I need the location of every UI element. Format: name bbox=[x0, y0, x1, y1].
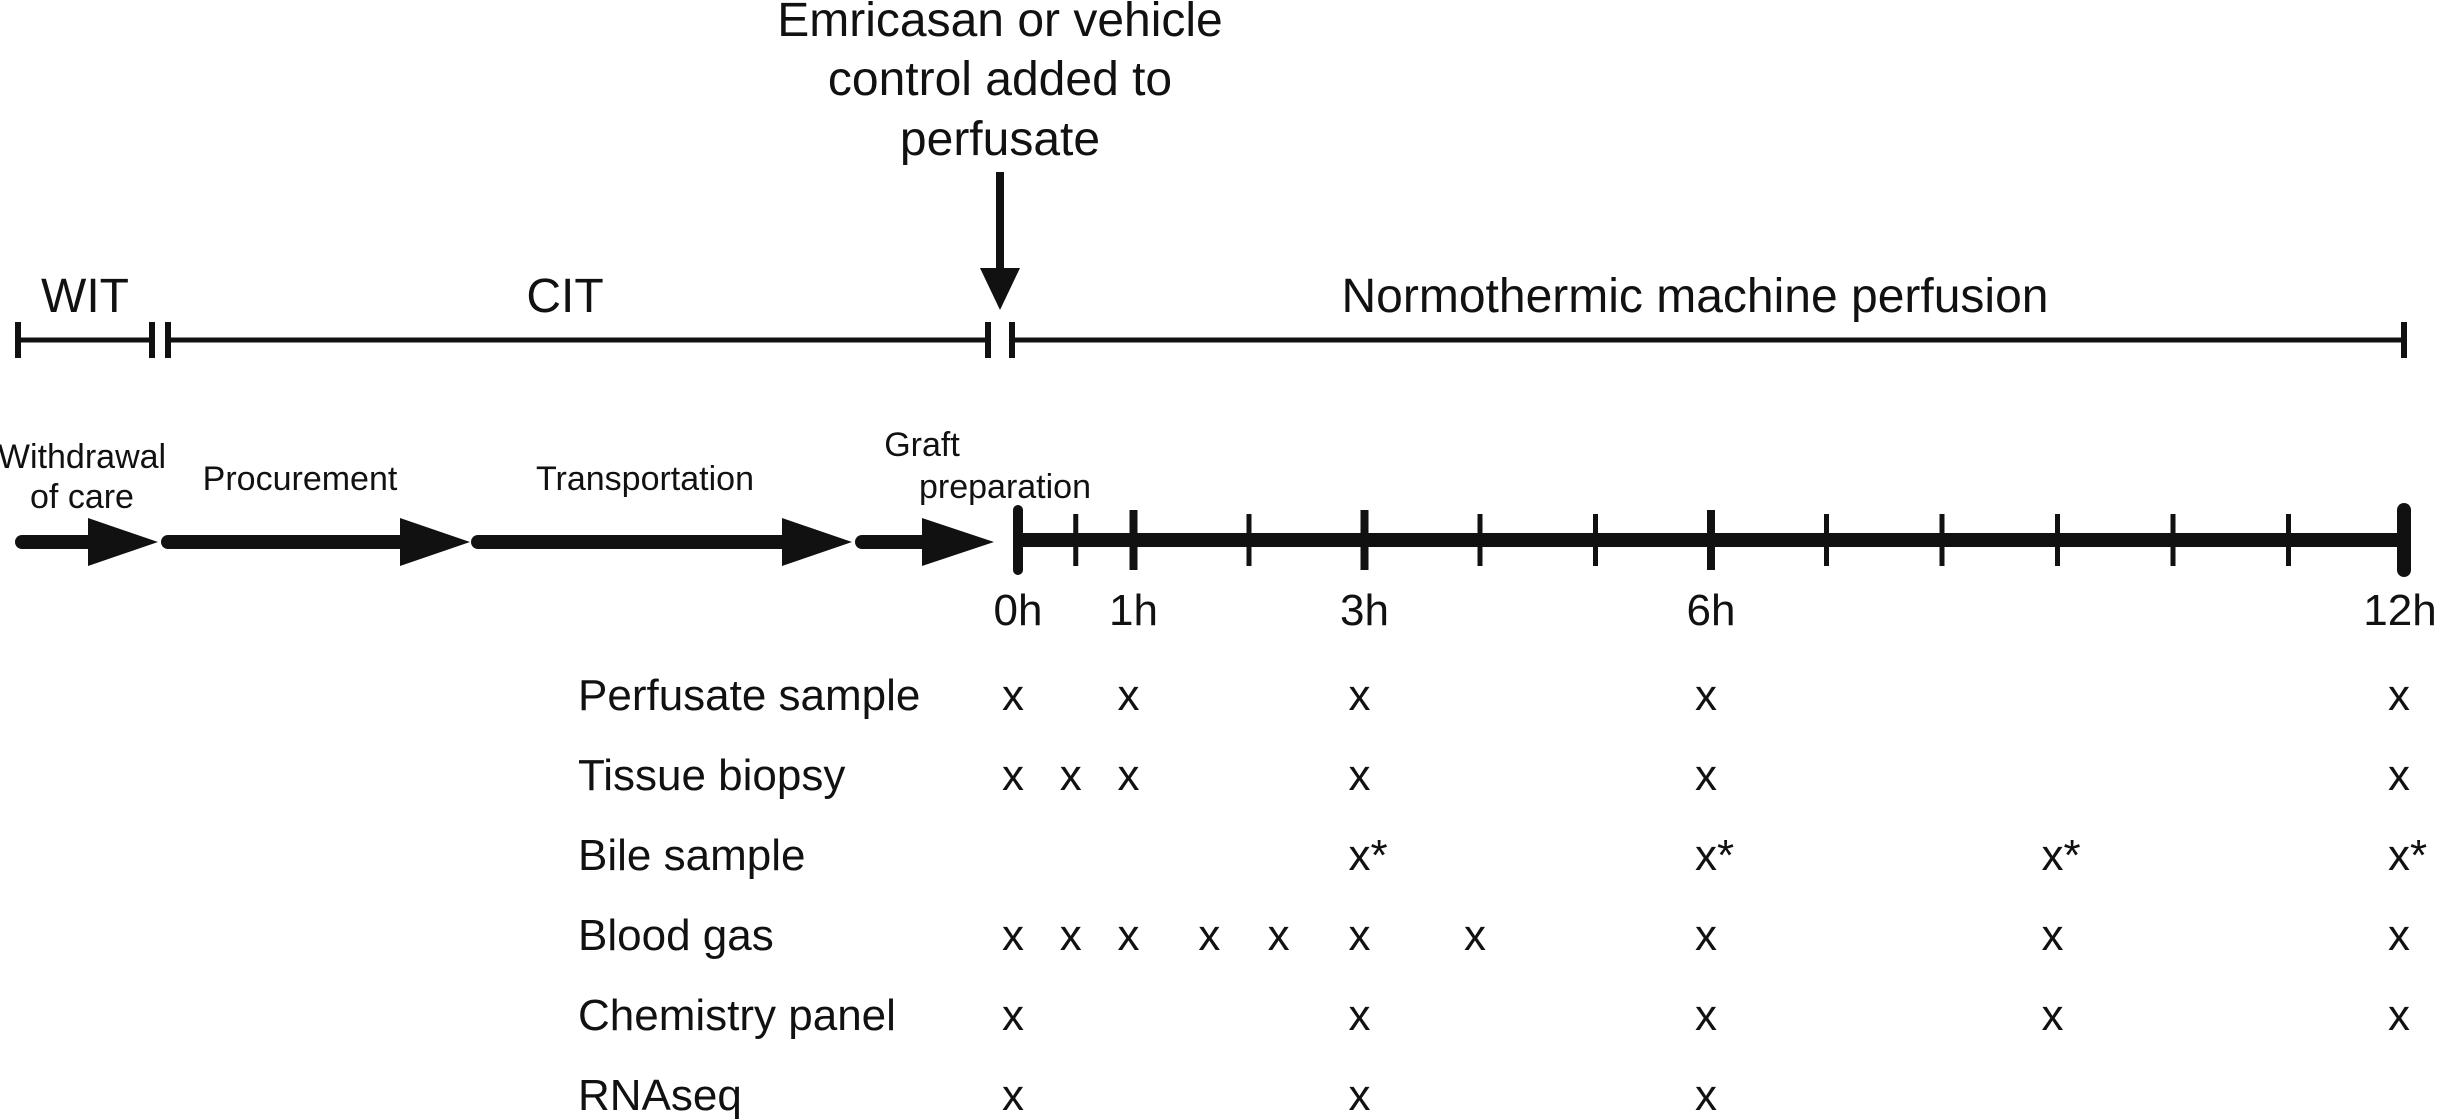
step-label-graft-2: preparation bbox=[919, 468, 1091, 506]
sample-mark: x* bbox=[1695, 831, 1734, 880]
phase-label-nmp: Normothermic machine perfusion bbox=[1342, 270, 2049, 323]
sample-mark: x bbox=[1349, 751, 1371, 800]
step-label-withdrawal-1: Withdrawal bbox=[0, 438, 166, 476]
sample-row: Bile sample x* x* x* x* bbox=[578, 831, 2427, 880]
sample-mark: x bbox=[1002, 911, 1024, 960]
sample-mark: x bbox=[1464, 911, 1486, 960]
sample-mark: x bbox=[1695, 751, 1717, 800]
step-arrow-transportation bbox=[782, 518, 852, 566]
sample-row-label: Chemistry panel bbox=[578, 991, 896, 1040]
sample-mark: x bbox=[1118, 671, 1140, 720]
phase-brackets: WIT CIT Normothermic machine perfusion bbox=[15, 270, 2407, 358]
sample-mark: x bbox=[1002, 1071, 1024, 1120]
sample-mark: x bbox=[1060, 911, 1082, 960]
timeline-tick-labels: 0h 1h 3h 6h 12h bbox=[994, 586, 2437, 635]
sample-mark: x bbox=[2388, 751, 2410, 800]
sample-mark: x bbox=[1198, 911, 1220, 960]
sample-row-label: Blood gas bbox=[578, 911, 774, 960]
sample-mark: x bbox=[1349, 911, 1371, 960]
sample-mark: x bbox=[1695, 911, 1717, 960]
sample-mark: x bbox=[1349, 1071, 1371, 1120]
sample-row-label: Tissue biopsy bbox=[578, 751, 845, 800]
sample-mark: x bbox=[2042, 991, 2064, 1040]
sample-mark: x bbox=[1695, 671, 1717, 720]
sample-mark: x bbox=[1002, 751, 1024, 800]
step-label-transportation: Transportation bbox=[536, 460, 754, 498]
sample-mark: x bbox=[1118, 911, 1140, 960]
timeline-tick-label: 12h bbox=[2363, 586, 2436, 635]
timeline-tick-label: 6h bbox=[1687, 586, 1736, 635]
sample-mark: x* bbox=[2388, 831, 2427, 880]
step-label-procurement: Procurement bbox=[203, 460, 398, 498]
procedure-steps: Withdrawal of care Procurement Transport… bbox=[0, 426, 1091, 566]
annotation-arrow-head bbox=[980, 268, 1020, 310]
sample-row: Perfusate sample x x x x x bbox=[578, 671, 2410, 720]
annotation: Emricasan or vehicle control added to pe… bbox=[777, 0, 1223, 310]
sample-mark: x* bbox=[2042, 831, 2081, 880]
sample-mark: x bbox=[1695, 991, 1717, 1040]
sample-mark: x bbox=[1118, 751, 1140, 800]
sample-mark: x bbox=[2388, 671, 2410, 720]
sample-mark: x bbox=[2388, 991, 2410, 1040]
timeline-ticks bbox=[1073, 510, 2291, 570]
sample-row: RNAseq x x x bbox=[578, 1071, 1717, 1120]
timeline-tick-label: 3h bbox=[1340, 586, 1389, 635]
annotation-line-3: perfusate bbox=[900, 113, 1100, 166]
sample-mark: x* bbox=[1349, 831, 1388, 880]
sample-mark: x bbox=[1349, 991, 1371, 1040]
sample-mark: x bbox=[1002, 991, 1024, 1040]
timeline-tick-label: 0h bbox=[994, 586, 1043, 635]
sample-mark: x bbox=[1060, 751, 1082, 800]
nmp-timeline: 0h 1h 3h 6h 12h bbox=[994, 503, 2437, 635]
sample-mark: x bbox=[1695, 1071, 1717, 1120]
step-arrow-graft bbox=[922, 518, 994, 566]
sample-mark: x bbox=[1268, 911, 1290, 960]
step-arrow-withdrawal bbox=[88, 518, 158, 566]
step-label-graft-1: Graft bbox=[884, 426, 960, 464]
annotation-line-1: Emricasan or vehicle bbox=[777, 0, 1223, 47]
sample-row: Chemistry panel x x x x x bbox=[578, 991, 2410, 1040]
sample-mark: x bbox=[1002, 671, 1024, 720]
timeline-tick-label: 1h bbox=[1109, 586, 1158, 635]
sample-mark: x bbox=[2388, 911, 2410, 960]
phase-label-cit: CIT bbox=[526, 270, 603, 323]
sample-mark: x bbox=[2042, 911, 2064, 960]
sample-mark: x bbox=[1349, 671, 1371, 720]
annotation-line-2: control added to bbox=[828, 53, 1172, 106]
step-label-withdrawal-2: of care bbox=[30, 478, 134, 516]
sample-row-label: Bile sample bbox=[578, 831, 805, 880]
sample-row-label: RNAseq bbox=[578, 1071, 742, 1120]
step-arrow-procurement bbox=[400, 518, 470, 566]
sample-row-label: Perfusate sample bbox=[578, 671, 920, 720]
phase-label-wit: WIT bbox=[41, 270, 129, 323]
